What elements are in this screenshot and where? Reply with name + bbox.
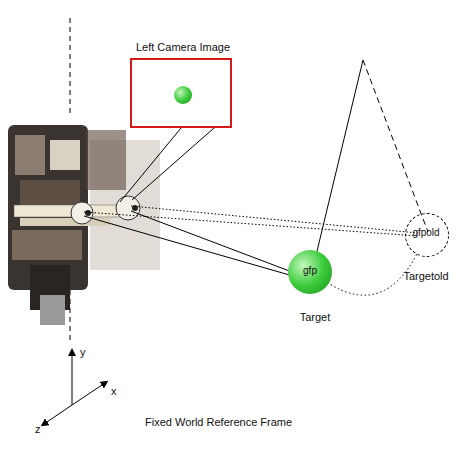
axis-label: x <box>111 385 117 398</box>
node-text: Left Camera Image <box>136 41 230 54</box>
gaze-line <box>84 216 300 278</box>
node-text: gfp <box>303 264 317 277</box>
old-gaze-line <box>131 206 418 233</box>
node-caption: Target <box>300 311 331 324</box>
camera-image-box: Left Camera Image <box>130 58 232 128</box>
gaze-line <box>131 211 300 275</box>
old-target-circle: gfpoldTargetold <box>405 213 449 257</box>
target-thumbnail <box>174 86 192 104</box>
axis-label: z <box>35 423 41 436</box>
pivot-line <box>312 60 363 272</box>
world-axes <box>44 352 105 424</box>
view-line <box>132 128 214 200</box>
target-circle: gfpTarget <box>288 250 332 294</box>
axis-label: y <box>80 346 86 359</box>
pivot-line <box>363 60 428 232</box>
frame-caption: Fixed World Reference Frame <box>145 416 292 429</box>
robot-head <box>8 125 160 325</box>
old-gaze-line <box>84 212 418 236</box>
body-axis <box>70 18 71 115</box>
node-caption: Targetold <box>403 270 448 283</box>
node-text: gfpold <box>412 226 439 239</box>
